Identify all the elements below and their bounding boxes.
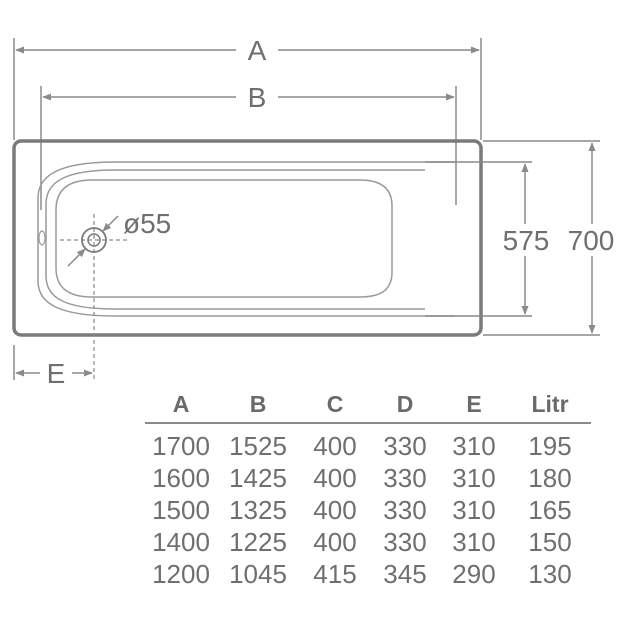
drain-icon: ø55 xyxy=(60,208,171,380)
table-cell: 1500 xyxy=(152,494,210,525)
dimension-outer-width-label: 700 xyxy=(568,225,615,256)
dimension-inner-width: 575 xyxy=(425,161,555,317)
table-cell: 345 xyxy=(383,558,427,589)
size-table: A B C D E Litr 1700 1525 400 330 310 195… xyxy=(145,386,591,590)
column-header-e: E xyxy=(439,386,509,424)
table-cell: 415 xyxy=(313,558,357,589)
table-cell: 150 xyxy=(528,526,572,557)
table-cell: 400 xyxy=(313,494,357,525)
table-cell: 330 xyxy=(383,430,427,461)
table-cell: 1600 xyxy=(152,462,210,493)
table-cell: 1225 xyxy=(229,526,287,557)
table-cell: 290 xyxy=(452,558,496,589)
dimension-e: E xyxy=(13,345,93,389)
table-row: 1500 1325 400 330 310 165 xyxy=(145,494,591,526)
column-header-c: C xyxy=(299,386,371,424)
table-row: 1200 1045 415 345 290 130 xyxy=(145,558,591,590)
table-row: 1600 1425 400 330 310 180 xyxy=(145,462,591,494)
dimension-e-label: E xyxy=(47,358,66,389)
table-cell: 1400 xyxy=(152,526,210,557)
table-row: 1400 1225 400 330 310 150 xyxy=(145,526,591,558)
table-cell: 1700 xyxy=(152,430,210,461)
table-cell: 330 xyxy=(383,494,427,525)
table-cell: 1325 xyxy=(229,494,287,525)
table-cell: 1425 xyxy=(229,462,287,493)
bathtub-outline xyxy=(12,139,483,337)
column-header-b: B xyxy=(217,386,299,424)
dimension-a: A xyxy=(13,35,482,140)
table-header-row: A B C D E Litr xyxy=(145,386,591,424)
table-cell: 400 xyxy=(313,462,357,493)
table-cell: 310 xyxy=(452,526,496,557)
table-cell: 1525 xyxy=(229,430,287,461)
table-cell: 130 xyxy=(528,558,572,589)
dimension-inner-width-label: 575 xyxy=(503,225,550,256)
dimension-b: B xyxy=(40,82,457,210)
table-cell: 310 xyxy=(452,462,496,493)
dimension-a-label: A xyxy=(248,35,267,66)
dimension-b-label: B xyxy=(248,82,267,113)
column-header-d: D xyxy=(371,386,439,424)
column-header-a: A xyxy=(145,386,217,424)
table-cell: 165 xyxy=(528,494,572,525)
table-cell: 1045 xyxy=(229,558,287,589)
table-cell: 400 xyxy=(313,430,357,461)
table-cell: 330 xyxy=(383,462,427,493)
drain-diameter-label: ø55 xyxy=(123,208,171,239)
table-cell: 180 xyxy=(528,462,572,493)
table-cell: 195 xyxy=(528,430,572,461)
table-row: 1700 1525 400 330 310 195 xyxy=(145,423,591,462)
table-cell: 310 xyxy=(452,494,496,525)
table-cell: 1200 xyxy=(152,558,210,589)
column-header-litr: Litr xyxy=(509,386,591,424)
table-cell: 330 xyxy=(383,526,427,557)
table-cell: 310 xyxy=(452,430,496,461)
dimension-outer-width: 700 xyxy=(483,140,620,336)
table-cell: 400 xyxy=(313,526,357,557)
